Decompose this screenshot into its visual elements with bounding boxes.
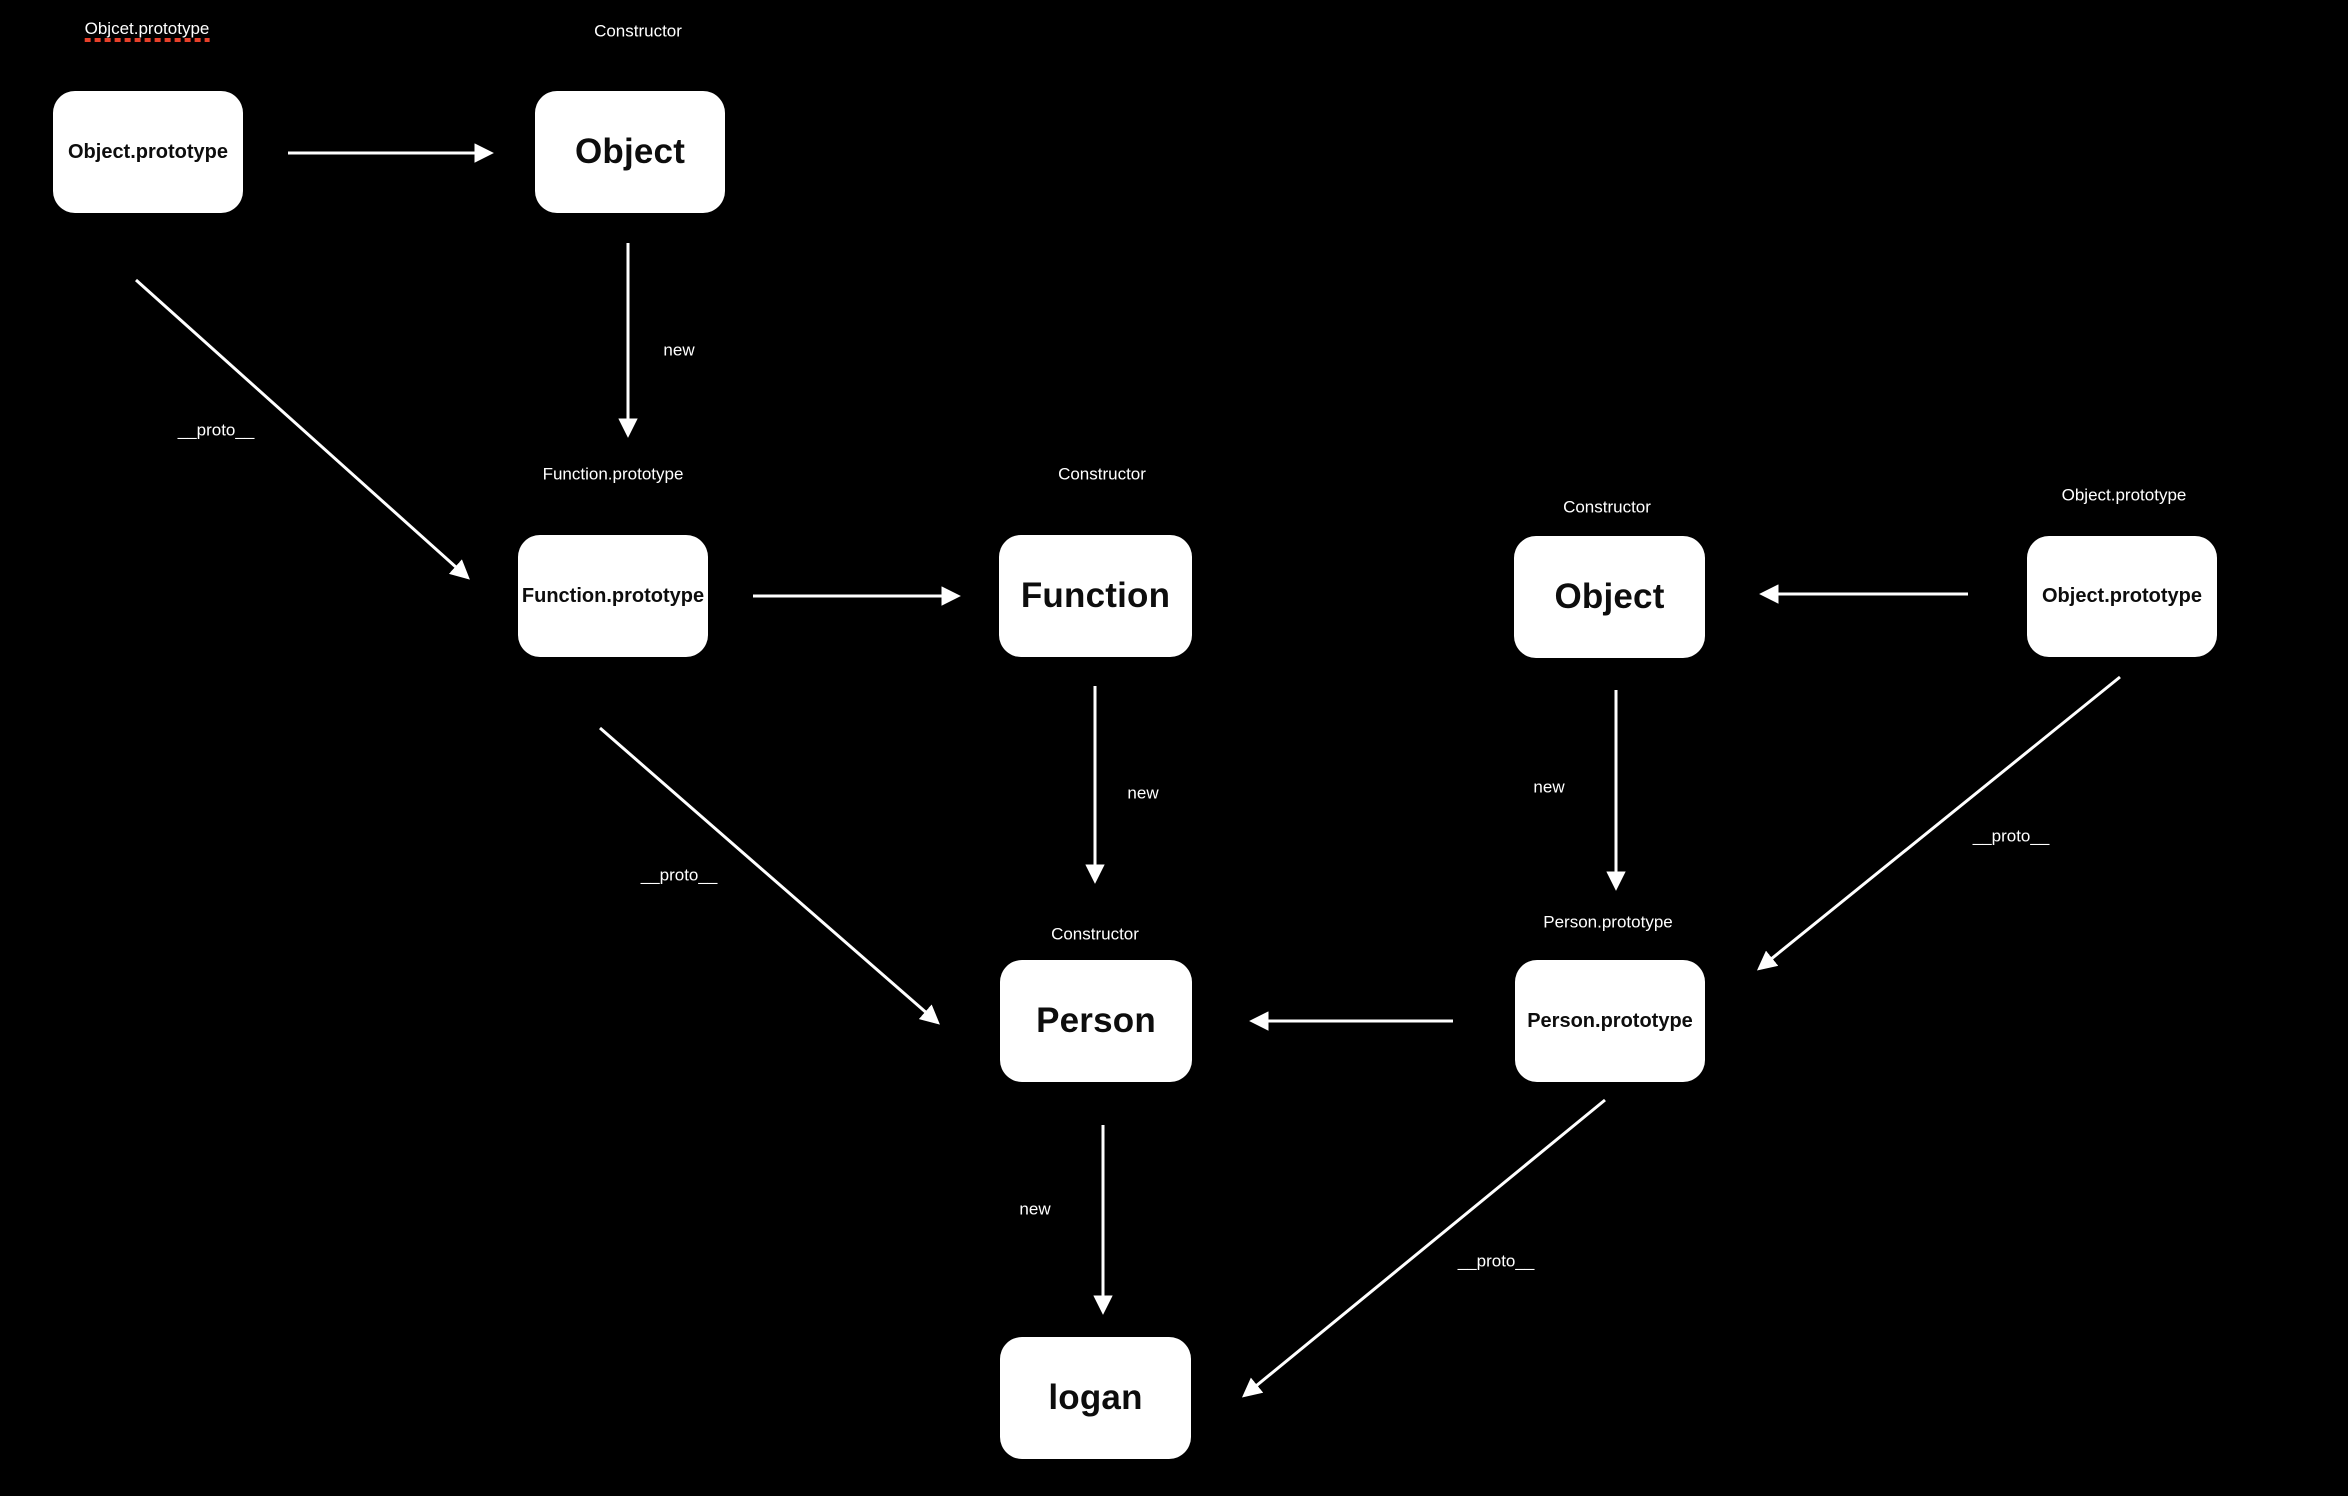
label-proto-personproto-to-logan-text: __proto__ (1457, 1251, 1535, 1271)
node-logan-label: logan (1048, 1378, 1143, 1417)
node-object-top-label: Object (574, 132, 686, 171)
label-new-function-to-person: new (1127, 785, 1158, 802)
label-proto-funcproto-to-person: __proto__ (641, 867, 718, 884)
arrow-objproto-proto-personproto (1756, 675, 2121, 971)
label-person-prototype-heading-text: Person.prototype (1543, 912, 1673, 932)
node-person[interactable]: Person (1000, 960, 1192, 1082)
label-person-prototype-heading: Person.prototype (1543, 914, 1672, 931)
node-object-prototype-right-label: Object.prototype (2041, 585, 2202, 607)
label-constructor-object-top: Constructor (594, 23, 682, 40)
node-object-right-label: Object (1554, 577, 1665, 616)
label-constructor-person: Constructor (1051, 926, 1139, 943)
label-new-function-to-person-text: new (1127, 783, 1159, 803)
node-logan[interactable]: logan (1000, 1337, 1191, 1459)
label-new-person-to-logan-text: new (1019, 1199, 1051, 1219)
node-function-prototype[interactable]: Function.prototype (518, 535, 708, 657)
arrow-personproto-proto-logan (1241, 1098, 1606, 1398)
node-person-prototype-label: Person.prototype (1527, 1009, 1693, 1032)
label-new-object-to-person-prototype: new (1533, 779, 1564, 796)
node-object-prototype-top-label: Object.prototype (67, 140, 228, 163)
node-object-top[interactable]: Object (535, 91, 725, 213)
label-constructor-object-right: Constructor (1563, 499, 1651, 516)
label-proto-objproto-to-funcproto: __proto__ (178, 422, 255, 439)
label-objcet-prototype-misspelled-text: Objcet.prototype (84, 20, 210, 42)
label-object-prototype-right-heading: Object.prototype (2062, 487, 2187, 504)
label-proto-objproto-to-funcproto-text: __proto__ (177, 420, 255, 440)
label-proto-personproto-to-logan: __proto__ (1458, 1253, 1535, 1270)
label-constructor-function: Constructor (1058, 466, 1146, 483)
label-constructor-object-top-text: Constructor (594, 21, 682, 41)
label-objcet-prototype-misspelled: Objcet.prototype (84, 20, 210, 42)
label-proto-objproto-to-personproto: __proto__ (1973, 828, 2050, 845)
node-function[interactable]: Function (999, 535, 1192, 657)
label-function-prototype-heading-text: Function.prototype (542, 464, 684, 484)
node-person-label: Person (1036, 1001, 1156, 1040)
node-function-label: Function (1020, 576, 1171, 615)
label-constructor-object-right-text: Constructor (1563, 497, 1651, 517)
label-object-prototype-right-heading-text: Object.prototype (2061, 485, 2187, 505)
node-object-prototype-right[interactable]: Object.prototype (2027, 536, 2217, 657)
node-function-prototype-label: Function.prototype (521, 584, 705, 607)
label-constructor-function-text: Constructor (1058, 464, 1146, 484)
label-new-object-to-function-prototype: new (663, 342, 694, 359)
label-new-person-to-logan: new (1019, 1201, 1050, 1218)
node-object-prototype-top[interactable]: Object.prototype (53, 91, 243, 213)
node-person-prototype[interactable]: Person.prototype (1515, 960, 1705, 1082)
label-function-prototype-heading: Function.prototype (543, 466, 684, 483)
label-proto-funcproto-to-person-text: __proto__ (640, 865, 718, 885)
label-proto-objproto-to-personproto-text: __proto__ (1972, 826, 2050, 846)
node-object-right[interactable]: Object (1514, 536, 1705, 658)
label-new-object-to-function-prototype-text: new (663, 340, 695, 360)
label-new-object-to-person-prototype-text: new (1533, 777, 1565, 797)
label-constructor-person-text: Constructor (1051, 924, 1139, 944)
